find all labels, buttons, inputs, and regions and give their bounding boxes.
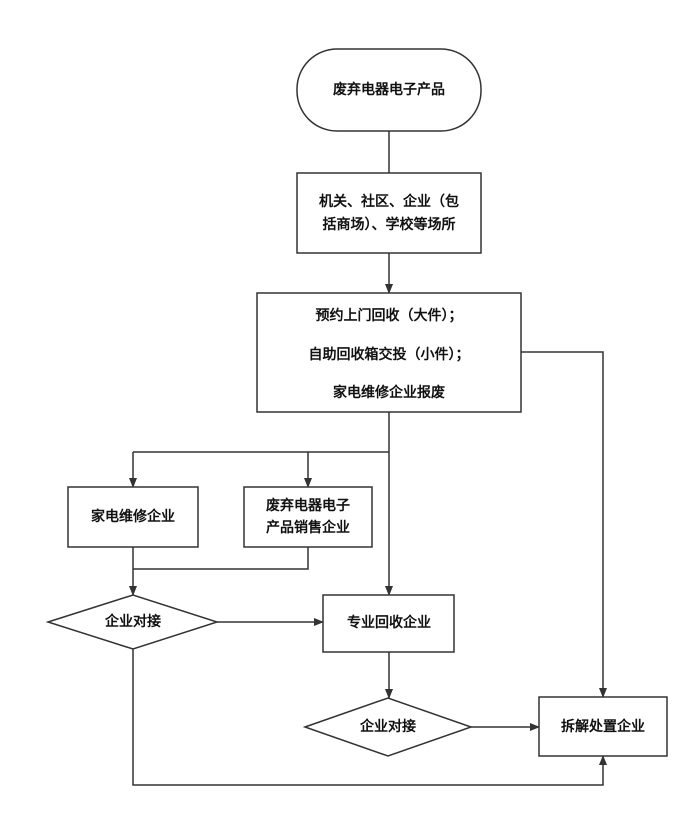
recycler-label: 专业回收企业: [347, 614, 431, 631]
start-node: [296, 48, 482, 132]
sources-label-line-2: 括商场）、学校等场所: [323, 216, 456, 233]
edge-sales-merge: [133, 547, 309, 570]
repair-label: 家电维修企业: [91, 508, 175, 525]
sales-label-line-1: 废弃电器电子: [266, 497, 350, 514]
start-label: 废弃电器电子产品: [333, 81, 445, 98]
collection-label-line-1: 预约上门回收（大件）；: [316, 307, 463, 324]
collection-label-line-3: 家电维修企业报废: [333, 384, 445, 401]
collection-label-line-2: 自助回收箱交投（小件）；: [309, 346, 470, 363]
sales-node: [243, 486, 373, 548]
repair-node: [67, 486, 199, 548]
edge-collection-to-dismantler: [521, 351, 607, 698]
docking-mid-label: 企业对接: [359, 718, 416, 735]
docking-mid-node: [302, 697, 474, 757]
recycler-node: [322, 594, 455, 653]
edge-docking-left-to-dismantler: [132, 649, 607, 786]
sources-label-line-1: 机关、社区、企业（包: [319, 193, 459, 210]
sales-label-line-2: 产品销售企业: [266, 519, 350, 536]
dismantler-label: 拆解处置企业: [561, 718, 645, 735]
collection-node: [256, 292, 522, 413]
sources-node: [296, 172, 482, 254]
docking-left-node: [45, 594, 220, 650]
dismantler-node: [538, 696, 668, 757]
docking-left-label: 企业对接: [104, 613, 161, 630]
